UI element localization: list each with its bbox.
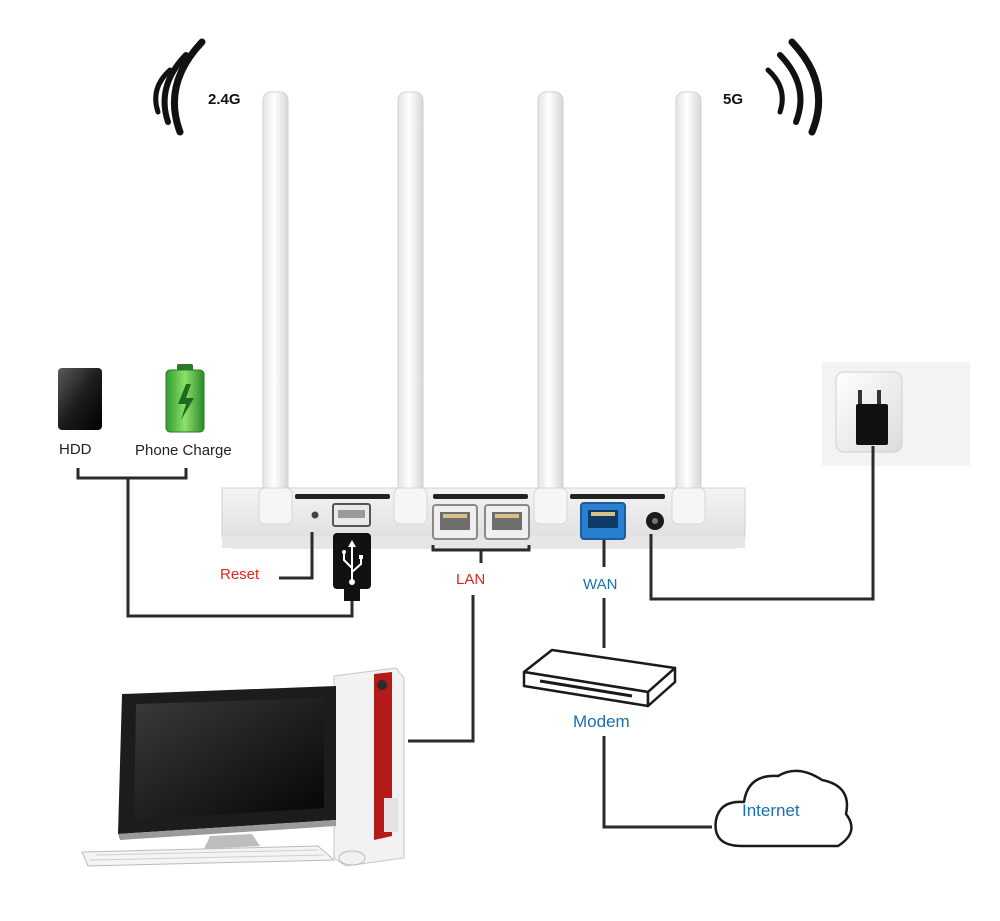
power-port[interactable] <box>646 512 664 530</box>
antenna-1 <box>262 91 289 525</box>
modem-internet-cable <box>602 736 712 829</box>
router-antennas <box>262 91 702 525</box>
modem-label: Modem <box>573 712 630 731</box>
usb-plug-icon <box>333 533 371 601</box>
wall-outlet-icon <box>822 362 970 466</box>
lan-label: LAN <box>456 571 485 588</box>
lan-port-1[interactable] <box>432 504 478 540</box>
wan-port[interactable] <box>580 502 626 540</box>
wan-label: WAN <box>583 576 617 593</box>
reset-hole[interactable] <box>311 511 319 519</box>
reset-label: Reset <box>220 566 260 583</box>
antenna-4 <box>675 91 702 525</box>
hdd-label: HDD <box>59 441 92 458</box>
usb-port[interactable] <box>332 503 371 527</box>
hdd-icon <box>58 368 102 430</box>
modem-icon <box>522 648 677 708</box>
band-5g-label: 5G <box>723 91 743 108</box>
lan-port-2[interactable] <box>484 504 530 540</box>
power-cable <box>649 446 875 601</box>
internet-cloud-icon <box>714 769 853 848</box>
phone-charge-label: Phone Charge <box>135 442 232 459</box>
band-24-label: 2.4G <box>208 91 241 108</box>
router-body <box>221 487 746 549</box>
wifi-24-signal-icon <box>153 38 206 136</box>
internet-label: Internet <box>742 801 800 820</box>
usb-device-cable <box>76 468 188 480</box>
antenna-2 <box>397 91 424 525</box>
computer-icon <box>81 667 405 867</box>
wifi-5g-signal-icon <box>765 38 823 136</box>
antenna-3 <box>537 91 564 525</box>
reset-pointer-line <box>279 532 314 580</box>
battery-charge-icon <box>165 364 205 433</box>
connection-cables <box>76 446 875 829</box>
